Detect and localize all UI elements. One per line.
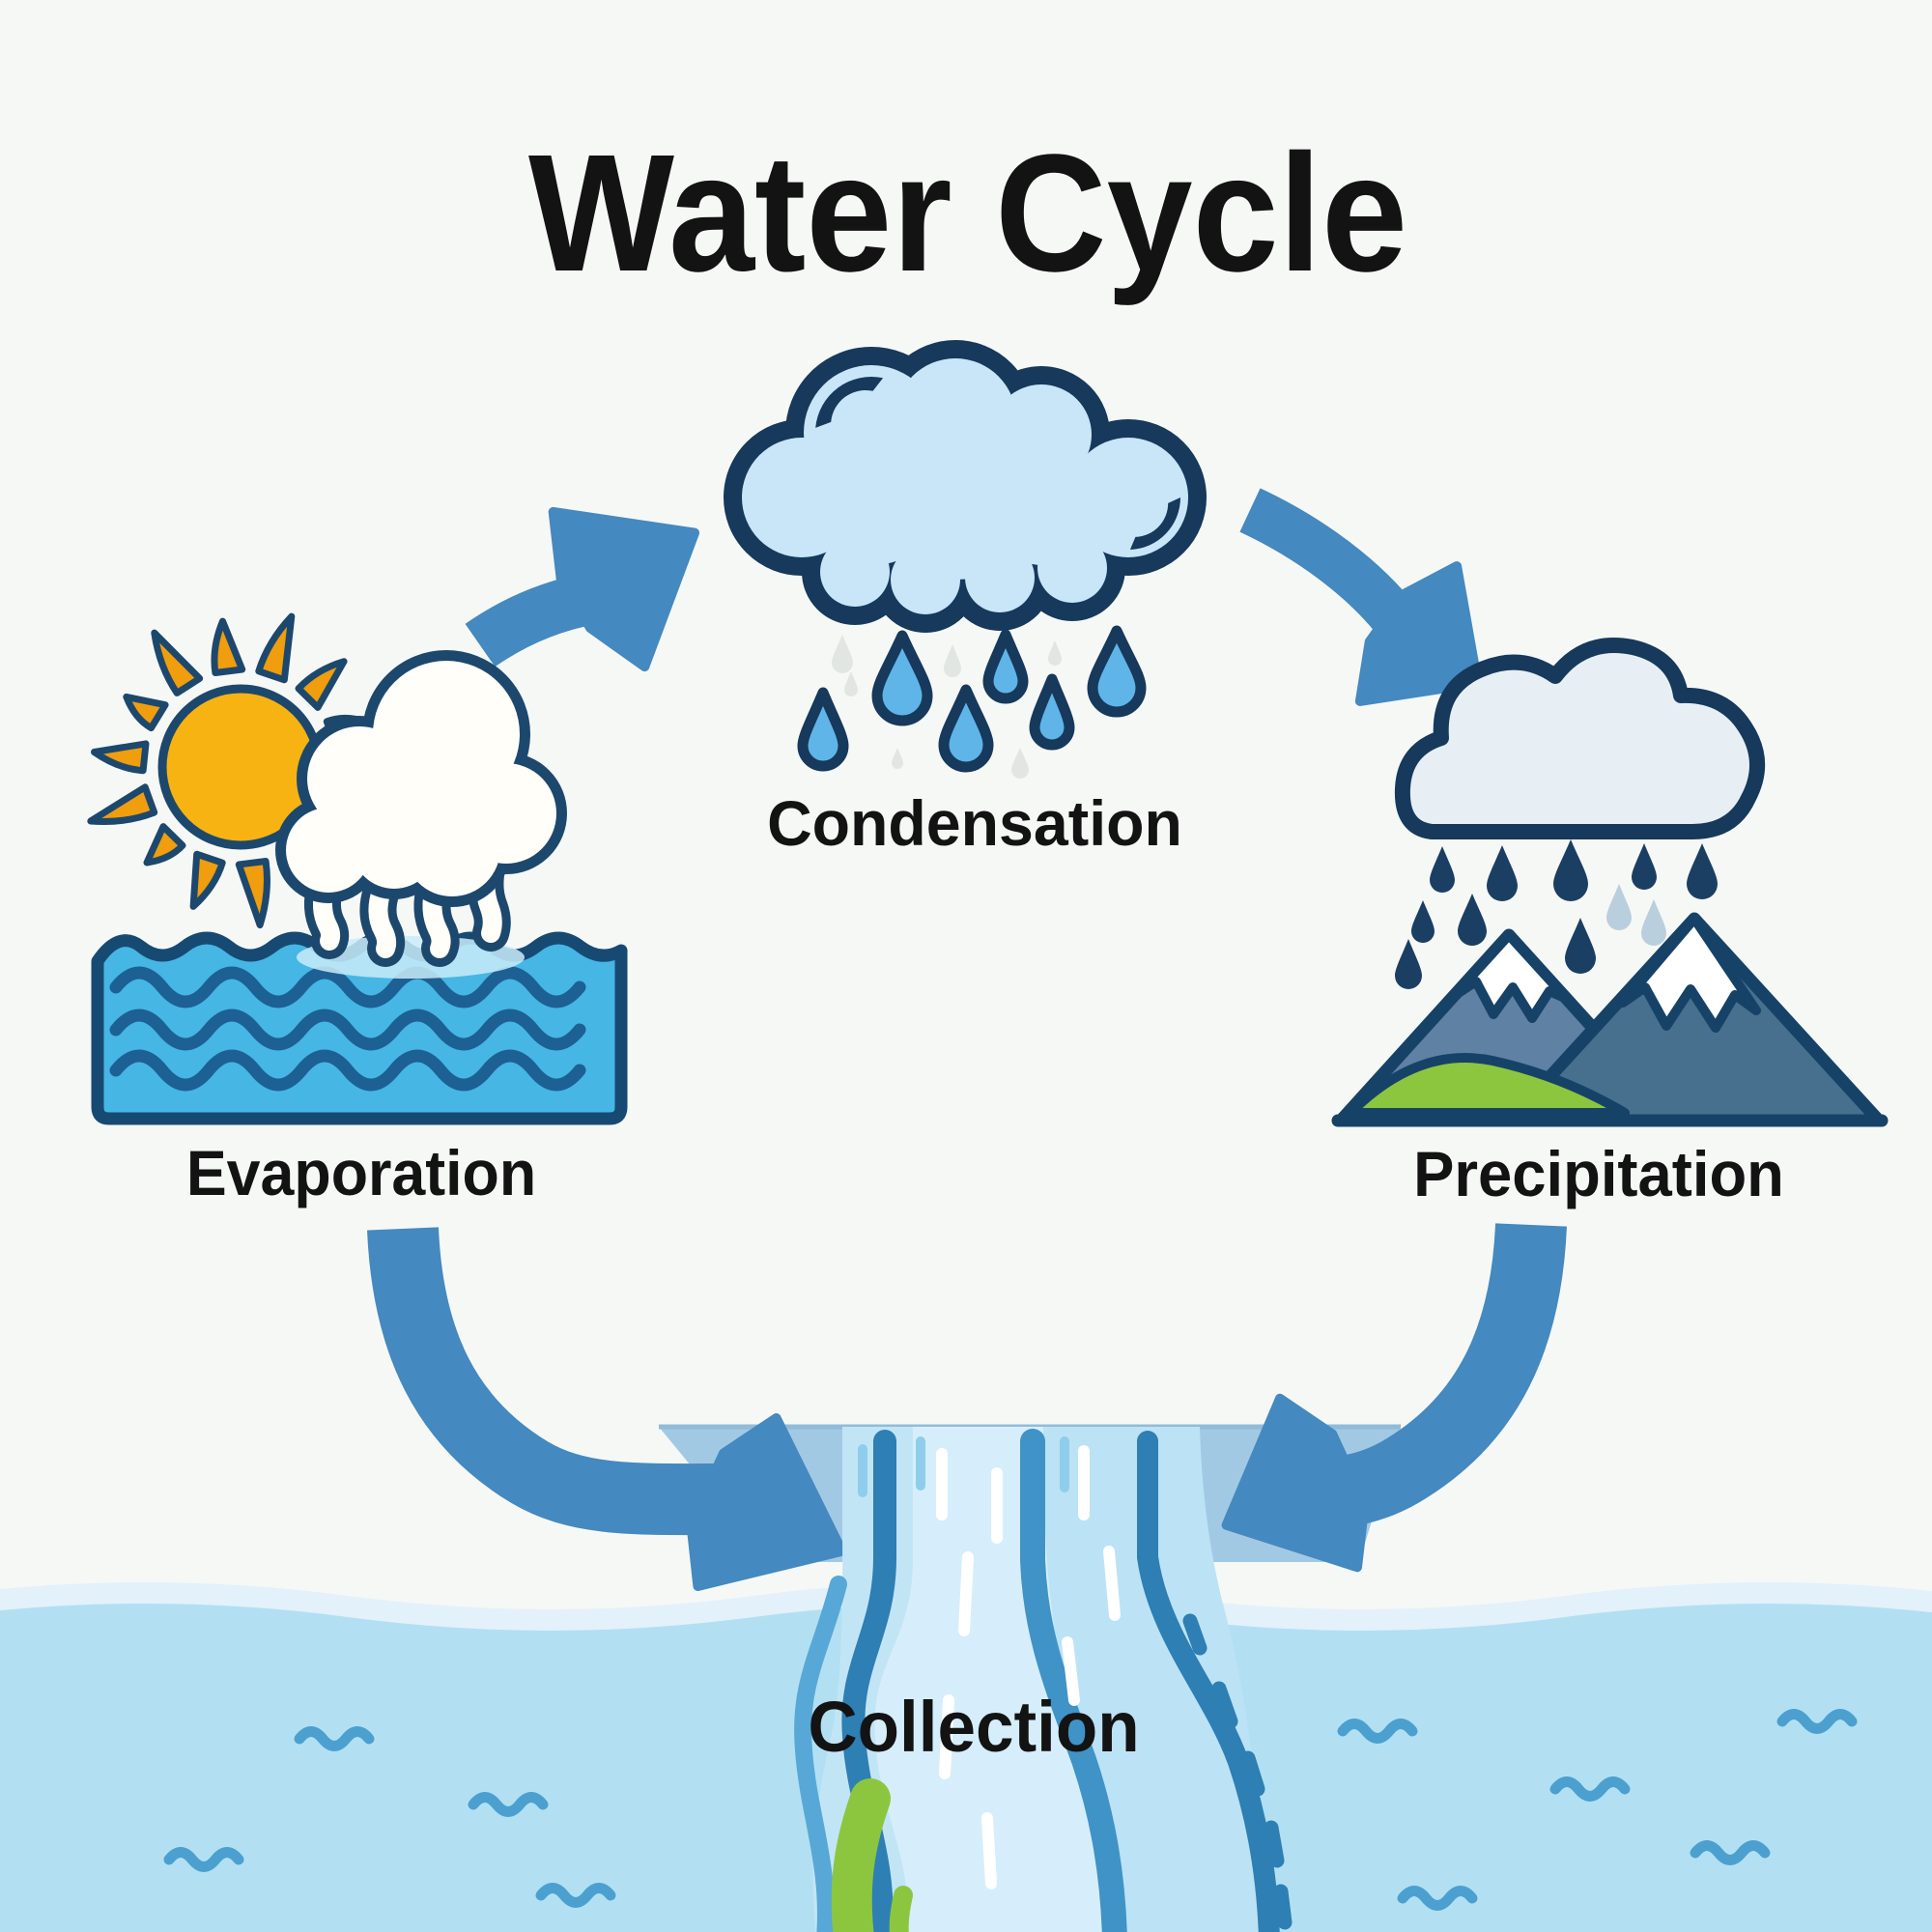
svg-text:Evaporation: Evaporation [186,1138,536,1209]
svg-text:Water Cycle: Water Cycle [528,120,1407,306]
svg-text:Condensation: Condensation [767,787,1182,859]
svg-text:Precipitation: Precipitation [1413,1138,1784,1209]
svg-text:Collection: Collection [808,1688,1139,1768]
